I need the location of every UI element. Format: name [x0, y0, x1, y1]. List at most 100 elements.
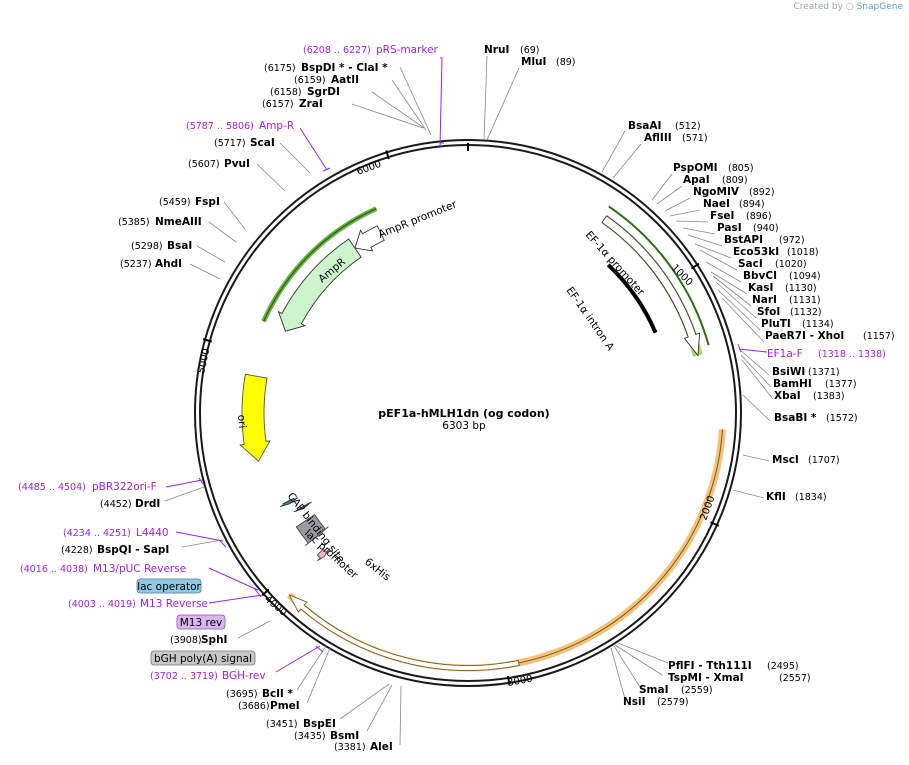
enzyme-name-1: MluI: [521, 56, 546, 68]
enzyme-name-40: FspI: [195, 196, 220, 208]
enzyme-pos-34: (3908): [170, 635, 202, 646]
enzyme-pos-23: (1707): [808, 455, 840, 466]
enzyme-name-38: BsaI: [167, 240, 192, 252]
feature-label-ampr-promoter: AmpR promoter: [377, 198, 459, 241]
enzyme-name-22: BsaBI *: [774, 412, 817, 424]
enzyme-name-8: FseI: [710, 210, 734, 222]
enzyme-pos-21: (1383): [813, 391, 845, 402]
tick-mark-5: [202, 338, 213, 343]
enzyme-pos-25: (2495): [767, 661, 799, 672]
enzyme-pos-12: (1020): [775, 259, 807, 270]
enzyme-pos-6: (892): [749, 187, 775, 198]
credit-brand: SnapGene: [856, 2, 903, 12]
enzyme-name-18: PaeR7I - XhoI: [765, 330, 844, 342]
enzyme-name-21: XbaI: [774, 390, 801, 402]
enzyme-pos-26: (2557): [779, 673, 811, 684]
primer-range-5: (4016 .. 4038): [20, 564, 88, 575]
enzyme-name-2: BsaAI: [628, 120, 661, 132]
bgh-polya-label: bGH poly(A) signal: [154, 653, 252, 665]
credit-prefix: Created by: [793, 2, 843, 12]
enzyme-pos-7: (894): [739, 199, 765, 210]
enzyme-pos-28: (2579): [657, 697, 689, 708]
snapgene-logo-icon: ○: [845, 2, 854, 12]
enzyme-name-41: PvuI: [224, 158, 250, 170]
primer-name-6: M13 Reverse: [140, 598, 208, 610]
enzyme-name-36: DrdI: [135, 498, 160, 510]
tick-mark-6: [385, 150, 390, 160]
primer-range-7: (3702 .. 3719): [150, 671, 218, 682]
enzyme-pos-0: (69): [520, 45, 540, 56]
primer-leader-lines: [165, 57, 768, 673]
enzyme-pos-14: (1130): [785, 283, 817, 294]
enzyme-pos-42: (5717): [214, 138, 246, 149]
enzyme-name-27: SmaI: [639, 684, 669, 696]
m13-rev-mark: [293, 501, 312, 513]
orf-arrow-head: [288, 594, 520, 671]
enzyme-pos-11: (1018): [787, 247, 819, 258]
enzyme-name-11: Eco53kI: [733, 246, 779, 258]
orf-highlight-line: [289, 429, 723, 669]
plasmid-name: pEF1a-hMLH1dn (og codon): [378, 407, 549, 420]
enzyme-pos-19: (1371): [808, 367, 840, 378]
primer-name-7: BGH-rev: [222, 670, 266, 682]
enzyme-pos-36: (4452): [100, 499, 132, 510]
enzyme-pos-43: (6157): [262, 99, 294, 110]
enzyme-pos-15: (1131): [789, 295, 821, 306]
enzyme-name-19: BsiWI: [772, 366, 805, 378]
ori-arrow: [239, 373, 271, 463]
enzyme-name-29: AleI: [370, 741, 393, 753]
enzyme-pos-33: (3695): [226, 689, 258, 700]
tick-mark-4: [261, 588, 270, 597]
primer-name-1: Amp-R: [259, 120, 294, 132]
m13-rev-box: M13 rev: [176, 614, 226, 630]
enzyme-name-17: PluTI: [761, 318, 791, 330]
enzyme-name-7: NaeI: [703, 198, 730, 210]
enzyme-name-43: ZraI: [299, 98, 323, 110]
enzyme-pos-3: (571): [682, 133, 708, 144]
enzyme-name-13: BbvCI: [743, 270, 777, 282]
leader-lines: [164, 55, 774, 746]
enzyme-pos-22: (1572): [826, 413, 858, 424]
primer-range-3: (4485 .. 4504): [18, 482, 86, 493]
enzyme-name-39: NmeAIII: [155, 216, 202, 228]
tick-3000: 3000: [507, 674, 534, 689]
his-tag-mark: [316, 548, 330, 562]
enzyme-pos-29: (3381): [334, 742, 366, 753]
ef1a-green-line: [608, 205, 710, 346]
enzyme-name-9: PasI: [717, 222, 742, 234]
lac-promoter-block: [295, 514, 329, 546]
enzyme-pos-2: (512): [675, 121, 701, 132]
feature-label-lac-promoter: lac promoter: [302, 527, 360, 581]
enzyme-name-45: AatII: [331, 74, 359, 86]
plasmid-size: 6303 bp: [442, 420, 486, 432]
primer-name-0: pRS-marker: [376, 44, 439, 56]
enzyme-name-14: KasI: [748, 282, 773, 294]
enzyme-name-46: BspDI * - ClaI *: [301, 62, 388, 74]
ampr-outline-dark: [262, 207, 377, 322]
features-layer: [202, 143, 726, 686]
enzyme-pos-31: (3451): [266, 719, 298, 730]
enzyme-pos-13: (1094): [789, 271, 821, 282]
tick-mark-1: [690, 262, 700, 270]
bgh-polya-box: bGH poly(A) signal: [150, 650, 256, 666]
enzyme-pos-24: (1834): [795, 492, 827, 503]
enzyme-name-16: SfoI: [757, 306, 780, 318]
ampr-arrow: [277, 238, 362, 332]
enzyme-name-34: SphI: [201, 634, 227, 646]
primer-range-0: (6208 .. 6227): [303, 45, 371, 56]
tick-mark-3: [507, 675, 511, 686]
enzyme-pos-44: (6158): [270, 87, 302, 98]
enzyme-name-30: BsmI: [330, 730, 359, 742]
enzyme-pos-39: (5385): [118, 217, 150, 228]
enzyme-pos-20: (1377): [825, 379, 857, 390]
primer-name-3: pBR322ori-F: [92, 481, 157, 493]
enzyme-pos-38: (5298): [131, 241, 163, 252]
enzyme-name-32: PmeI: [270, 700, 300, 712]
enzyme-name-44: SgrDI: [307, 86, 340, 98]
enzyme-pos-1: (89): [556, 57, 576, 68]
enzyme-pos-40: (5459): [159, 197, 191, 208]
enzyme-name-35: BspQI - SapI: [97, 544, 169, 556]
tick-mark-2: [710, 521, 720, 527]
enzyme-pos-5: (809): [722, 175, 748, 186]
